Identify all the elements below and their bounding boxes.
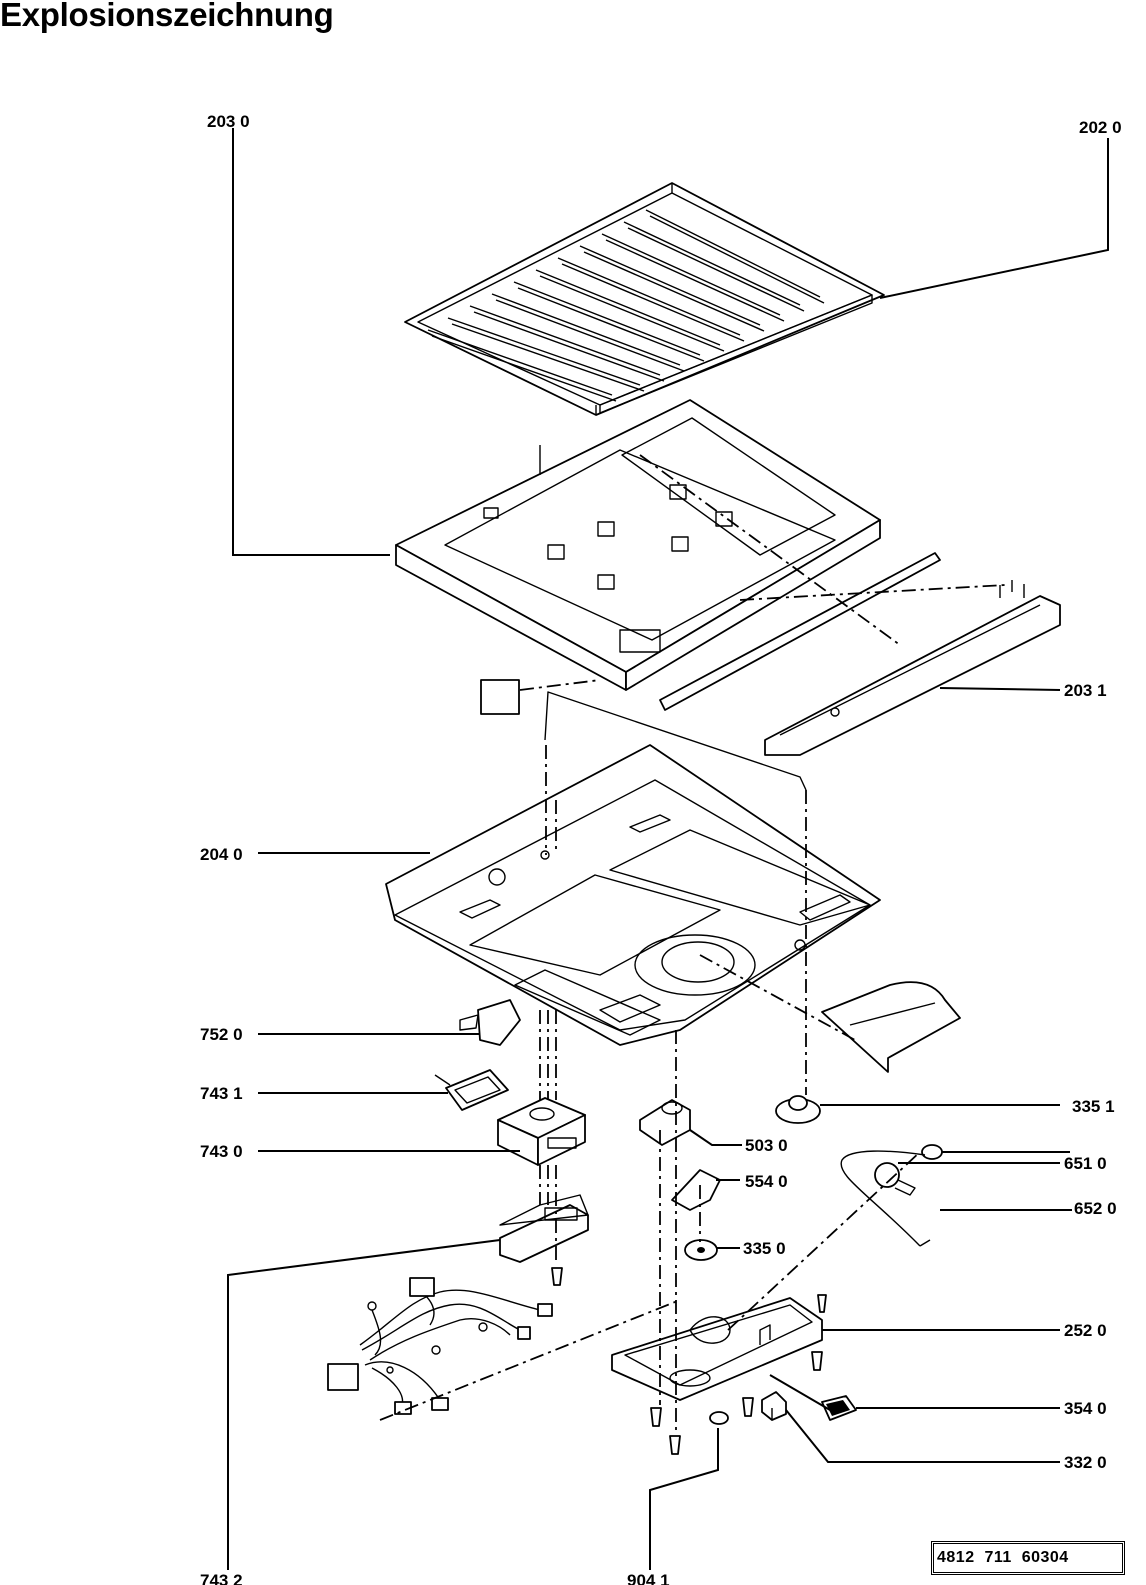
part-lamp-cable: [840, 1144, 943, 1247]
assembly-lines: [379, 454, 1006, 1435]
label-651-0: 651 0: [1064, 1154, 1107, 1173]
part-switch-housing: [499, 1194, 589, 1263]
label-202-0: 202 0: [1079, 118, 1122, 137]
label-252-0: 252 0: [1064, 1321, 1107, 1340]
part-door-switch: [671, 1169, 721, 1211]
page-title: Explosionszeichnung: [0, 0, 334, 33]
label-354-0: 354 0: [1064, 1399, 1107, 1418]
part-connector: [761, 1391, 787, 1421]
part-lamp-holder: [639, 1099, 691, 1146]
label-203-0: 203 0: [207, 112, 250, 131]
screw-icon: [817, 1294, 827, 1313]
label-335-0: 335 0: [743, 1239, 786, 1258]
label-332-0: 332 0: [1064, 1453, 1107, 1472]
part-clip: [459, 999, 521, 1046]
part-gasket: [434, 1069, 509, 1111]
part-rocker-switch: [821, 1395, 857, 1421]
label-743-1: 743 1: [200, 1084, 243, 1103]
part-strips: [659, 552, 1061, 756]
label-503-0: 503 0: [745, 1136, 788, 1155]
part-small-block: [480, 679, 520, 715]
part-washer: [709, 1411, 729, 1425]
part-lamp-housing: [611, 1297, 823, 1401]
part-labels: 203 0 202 0 203 1 204 0 752 0 743 1 743 …: [200, 112, 1122, 1585]
leader-lines: [227, 128, 1109, 1570]
label-743-2: 743 2: [200, 1571, 243, 1585]
part-wire-rod: [544, 691, 807, 791]
label-743-0: 743 0: [200, 1142, 243, 1161]
screw-icon: [650, 1407, 662, 1427]
part-frame: [395, 399, 881, 691]
part-lamp-bulb: [874, 1162, 916, 1196]
part-side-bracket: [821, 981, 961, 1073]
label-204-0: 204 0: [200, 845, 243, 864]
part-thermostat-box: [497, 1097, 586, 1166]
label-752-0: 752 0: [200, 1025, 243, 1044]
label-203-1: 203 1: [1064, 681, 1107, 700]
screw-icon: [669, 1435, 681, 1455]
label-904-1: 904 1: [627, 1571, 670, 1585]
label-335-1: 335 1: [1072, 1097, 1115, 1116]
screw-icon: [742, 1397, 754, 1417]
document-number: 4812 711 60304: [937, 1549, 1069, 1566]
screw-icon: [551, 1267, 563, 1286]
screw-icon: [811, 1351, 823, 1371]
document-number-box: [931, 1541, 1125, 1575]
part-grille-cover: [404, 182, 885, 416]
part-base-plate: [385, 744, 881, 1046]
part-knob-large: [775, 1095, 821, 1124]
label-554-0: 554 0: [745, 1172, 788, 1191]
part-wiring-harness: [327, 1277, 553, 1415]
label-652-0: 652 0: [1074, 1199, 1117, 1218]
